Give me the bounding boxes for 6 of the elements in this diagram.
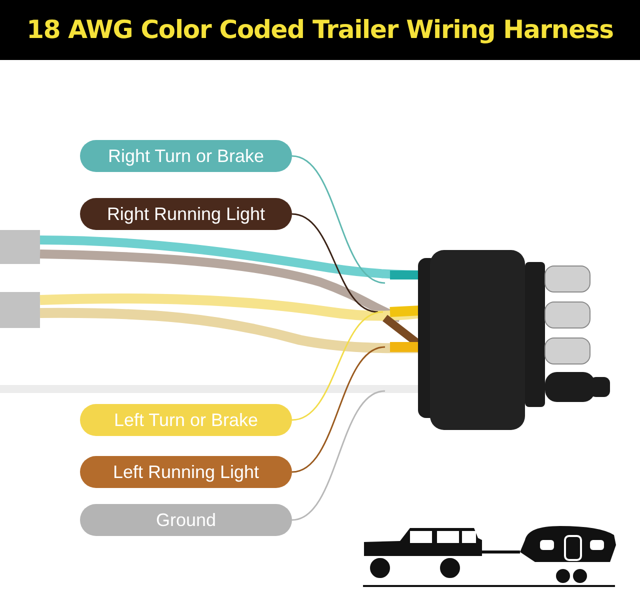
label-pill: Ground [80, 504, 292, 536]
label-pill: Right Turn or Brake [80, 140, 292, 172]
title: 18 AWG Color Coded Trailer Wiring Harness [26, 14, 614, 46]
label-pill: Left Turn or Brake [80, 404, 292, 436]
label-pill: Right Running Light [80, 198, 292, 230]
label-pill: Left Running Light [80, 456, 292, 488]
